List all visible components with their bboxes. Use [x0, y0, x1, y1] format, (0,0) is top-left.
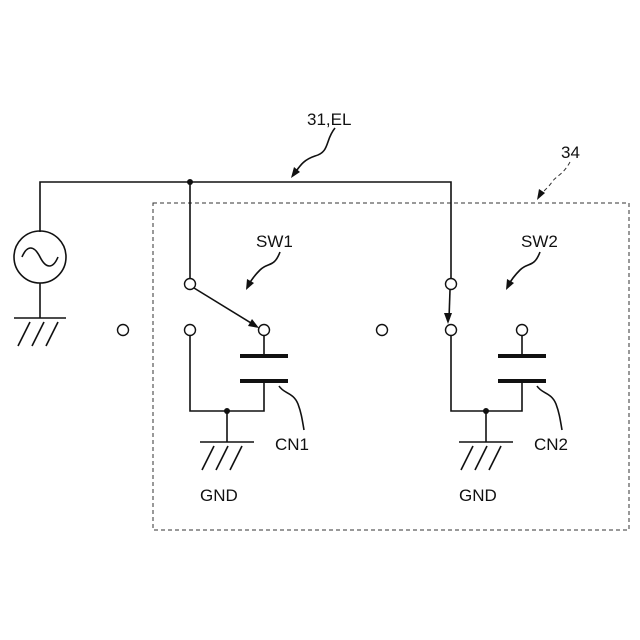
leader-line-cn2: [537, 386, 562, 430]
label-gnd1: GND: [200, 486, 238, 505]
capacitor-cn1: [190, 336, 288, 442]
capacitor-cn2: [451, 336, 546, 442]
label-line: 31,EL: [307, 110, 351, 129]
ground-icon: [14, 318, 66, 346]
power-line: [40, 179, 451, 279]
leader-line-34: [537, 162, 570, 200]
leader-line-cn1: [279, 386, 304, 430]
enclosure-box-34: [153, 203, 629, 530]
label-box: 34: [561, 143, 580, 162]
switch-sw1: [185, 279, 270, 336]
terminal: [377, 325, 388, 336]
label-cn1: CN1: [275, 435, 309, 454]
leader-line-sw2: [506, 252, 540, 290]
ground-icon: [459, 442, 513, 470]
label-sw1: SW1: [256, 232, 293, 251]
label-cn2: CN2: [534, 435, 568, 454]
terminal: [118, 325, 129, 336]
ac-source-icon: [14, 231, 66, 318]
label-sw2: SW2: [521, 232, 558, 251]
label-gnd2: GND: [459, 486, 497, 505]
leader-line-31: [291, 128, 335, 178]
ground-icon: [200, 442, 254, 470]
switch-sw2: [444, 279, 528, 336]
leader-line-sw1: [246, 252, 280, 290]
